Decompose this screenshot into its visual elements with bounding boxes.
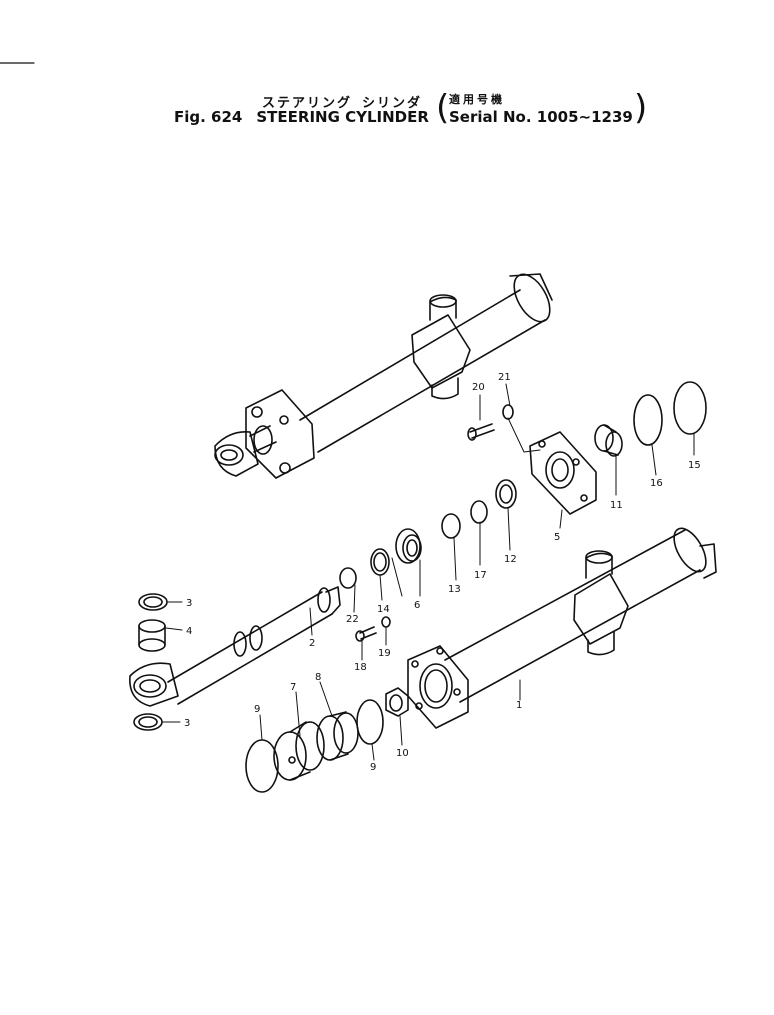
title-japanese: ステアリングシリンダ [262, 92, 422, 111]
part-17-o-ring [470, 500, 488, 524]
label-part-11: 11 [610, 500, 623, 511]
right-paren-icon: ) [634, 88, 648, 128]
part-22-snap-ring [339, 567, 357, 589]
label-part-20: 20 [472, 382, 485, 393]
left-paren-icon: ( [436, 88, 450, 128]
label-part-14: 14 [377, 604, 390, 615]
part-15-ring [673, 381, 707, 435]
part-9-ring-left [245, 739, 279, 793]
part-20-bolt [467, 423, 495, 441]
leader-lines [161, 383, 695, 761]
part-16-ring [633, 394, 663, 446]
part-10-nut [385, 687, 409, 717]
part-4-bushing [138, 619, 166, 652]
assembled-cylinder [214, 273, 553, 479]
part-3-dust-seal-top [138, 593, 168, 611]
label-part-1: 1 [516, 700, 522, 711]
label-part-7: 7 [290, 682, 296, 693]
label-part-8: 8 [315, 672, 321, 683]
label-part-18: 18 [354, 662, 367, 673]
part-6-gland [395, 528, 422, 564]
label-part-3-top: 3 [186, 598, 192, 609]
part-19-washer [381, 616, 391, 628]
title-japanese-b: シリンダ [362, 96, 423, 111]
label-part-19: 19 [378, 648, 391, 659]
figure-number: Fig. 624 [174, 108, 243, 126]
label-part-16: 16 [650, 478, 663, 489]
part-3-dust-seal-bottom [133, 713, 163, 731]
label-part-12: 12 [504, 554, 517, 565]
part-12-seal [495, 479, 517, 509]
title-english: Fig. 624 STEERING CYLINDER [174, 108, 429, 126]
label-part-22: 22 [346, 614, 359, 625]
part-18-bolt [355, 626, 377, 642]
label-part-21: 21 [498, 372, 511, 383]
label-part-9-right: 9 [370, 762, 376, 773]
part-5-cylinder-head [529, 431, 597, 515]
label-part-2: 2 [309, 638, 315, 649]
label-part-10: 10 [396, 748, 409, 759]
part-14-seal-inner [373, 552, 387, 572]
title-japanese-a: ステアリング [262, 96, 353, 111]
part-1-cylinder-tube [407, 527, 717, 729]
part-13-ring [441, 513, 461, 539]
label-part-17: 17 [474, 570, 487, 581]
part-2-piston-rod [129, 586, 341, 707]
part-11-bushing [594, 424, 623, 457]
part-21-washer [502, 404, 514, 420]
applicability-label: 適用号機 [449, 93, 505, 106]
part-7-piston [273, 721, 325, 781]
part-9-ring-right [356, 699, 384, 745]
part-12-seal-inner [499, 484, 513, 504]
label-part-3-bottom: 3 [184, 718, 190, 729]
label-part-15: 15 [688, 460, 701, 471]
serial-range: Serial No. 1005∼1239 [449, 108, 633, 126]
label-part-6: 6 [414, 600, 420, 611]
label-part-9-left: 9 [254, 704, 260, 715]
label-part-13: 13 [448, 584, 461, 595]
label-part-5: 5 [554, 532, 560, 543]
part-name: STEERING CYLINDER [256, 108, 429, 126]
label-part-4: 4 [186, 626, 192, 637]
